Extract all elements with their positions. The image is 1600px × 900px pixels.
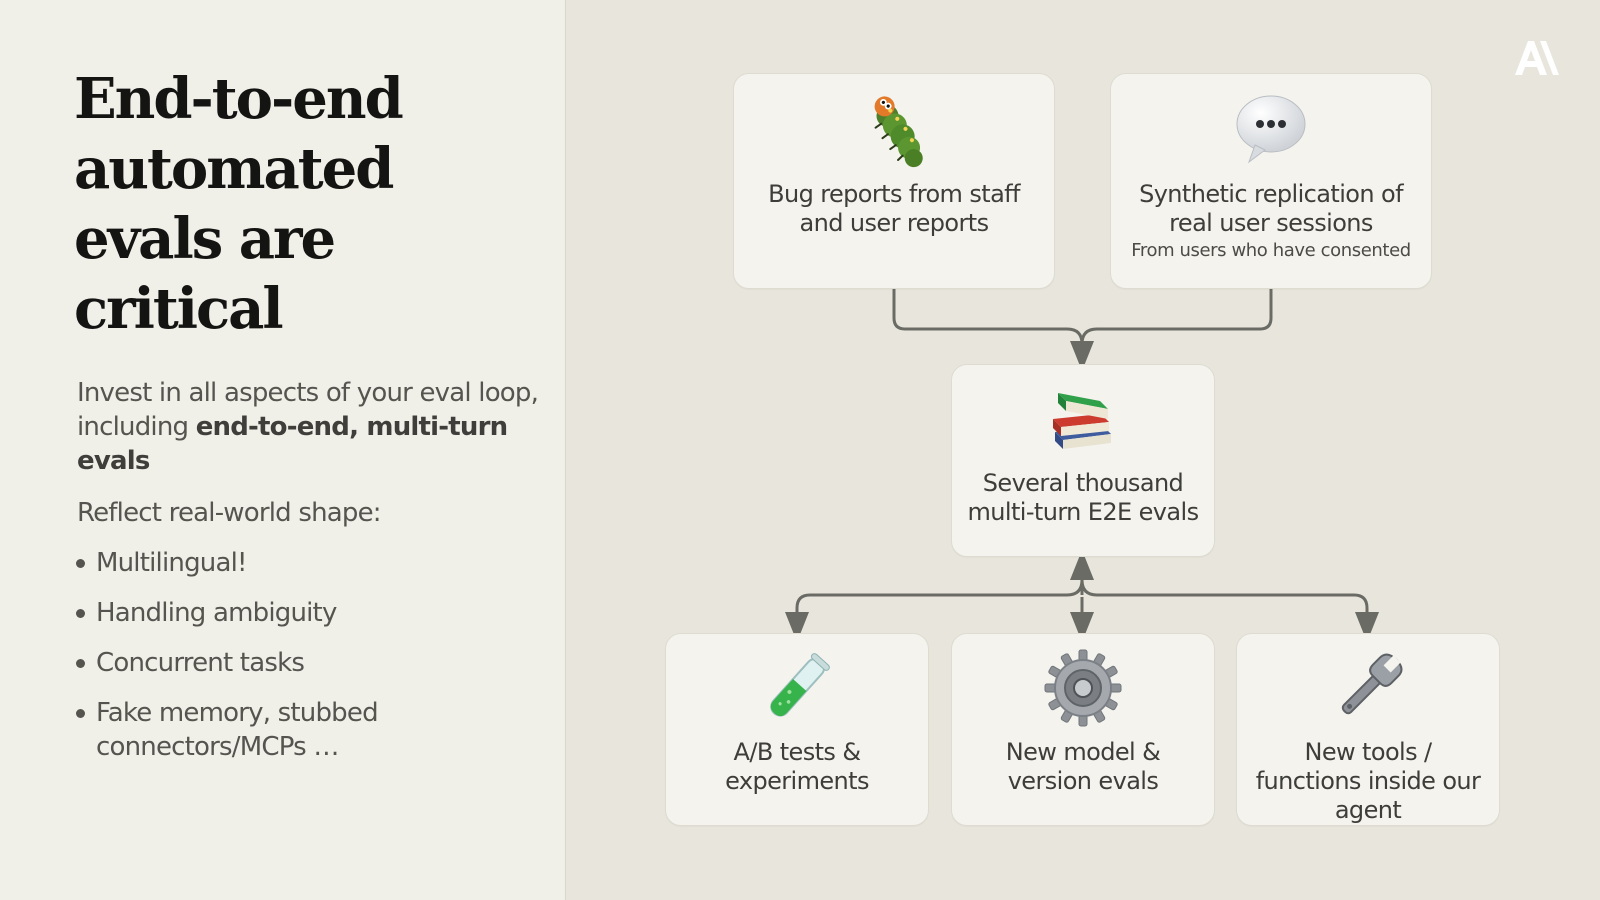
bullet-item: Concurrent tasks	[75, 646, 545, 680]
speech-bubble-icon	[1236, 95, 1306, 164]
bullet-item: Multilingual!	[75, 546, 545, 580]
node-label: New model & version evals	[1005, 738, 1161, 795]
node-label: A/B tests & experiments	[725, 738, 869, 795]
slide-title: End-to-end automated evals are critical	[74, 66, 404, 342]
node-model-evals: New model & version evals	[951, 633, 1215, 826]
anthropic-logo	[1515, 41, 1559, 75]
intro-text: Invest in all aspects of your eval loop,…	[77, 376, 547, 478]
bullet-list: Multilingual! Handling ambiguity Concurr…	[75, 546, 545, 780]
intro-text-body: Invest in all aspects of your eval loop,…	[77, 378, 539, 442]
gear-icon	[1044, 649, 1122, 727]
bug-icon	[874, 96, 923, 168]
left-panel: End-to-end automated evals are critical …	[0, 0, 566, 900]
wrench-icon	[1341, 653, 1403, 715]
intro-emphasis: end-to-end, multi-turn evals	[77, 412, 508, 476]
node-e2e-evals: Several thousand multi-turn E2E evals	[951, 364, 1215, 557]
node-tools-functions: New tools / functions inside our agent	[1236, 633, 1500, 826]
node-ab-tests: A/B tests & experiments	[665, 633, 929, 826]
node-label: Several thousand multi-turn E2E evals	[967, 469, 1200, 526]
bullet-item: Handling ambiguity	[75, 596, 545, 630]
node-note: From users who have consented	[1131, 240, 1411, 261]
node-bug-reports: Bug reports from staff and user reports	[733, 73, 1055, 289]
reflect-heading: Reflect real-world shape:	[77, 498, 382, 528]
node-label: Bug reports from staff and user reports	[768, 180, 1020, 237]
books-icon	[1053, 393, 1111, 449]
node-label: Synthetic replication of real user sessi…	[1139, 180, 1403, 237]
test-tube-icon	[770, 653, 830, 717]
node-synthetic-sessions: Synthetic replication of real user sessi…	[1110, 73, 1432, 289]
bullet-item: Fake memory, stubbed connectors/MCPs …	[75, 696, 545, 764]
node-label: New tools / functions inside our agent	[1255, 738, 1481, 824]
